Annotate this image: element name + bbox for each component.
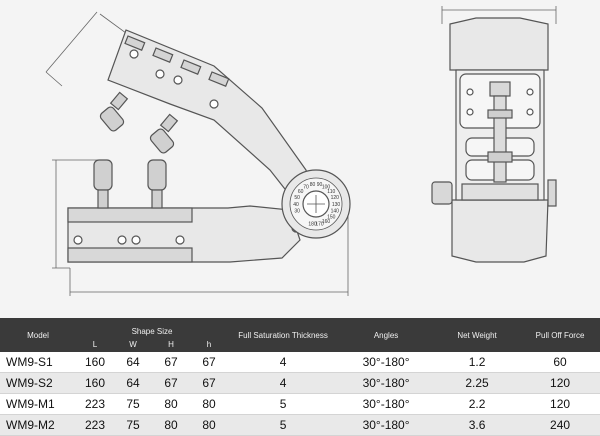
cell-model: WM9-M2 bbox=[0, 414, 76, 436]
cell-H: 80 bbox=[152, 393, 190, 415]
cell-L: 160 bbox=[76, 352, 114, 373]
cell-weight: 2.2 bbox=[434, 393, 521, 415]
cell-force: 240 bbox=[520, 414, 600, 436]
cell-angles: 30°-180° bbox=[338, 414, 435, 436]
cell-angles: 30°-180° bbox=[338, 352, 435, 373]
cell-angles: 30°-180° bbox=[338, 372, 435, 394]
dial-scale-label: 40 bbox=[293, 202, 299, 208]
dial-scale-label: 50 bbox=[294, 195, 300, 201]
cell-thickness: 5 bbox=[228, 393, 339, 415]
dial-scale-label: 150 bbox=[327, 215, 336, 221]
cell-weight: 1.2 bbox=[434, 352, 521, 373]
header-h: h bbox=[206, 340, 212, 349]
cell-H: 67 bbox=[152, 352, 190, 373]
dial-scale-label: 30 bbox=[294, 209, 300, 215]
dial-scale-label: 110 bbox=[327, 189, 335, 195]
dial-scale-label: 120 bbox=[331, 195, 340, 201]
cell-H: 80 bbox=[152, 414, 190, 436]
header-force: Pull Off Force bbox=[535, 330, 585, 340]
dial-scale-label: 70 bbox=[303, 185, 309, 191]
dial-scale-label: 180 bbox=[308, 222, 317, 228]
header-model: Model bbox=[27, 330, 49, 340]
table-row: WM9-S2 160 64 67 67 4 30°-180° 2.25 120 bbox=[0, 372, 600, 394]
dial-scale-label: 80 bbox=[310, 182, 316, 188]
cell-W: 64 bbox=[114, 372, 152, 394]
cell-thickness: 4 bbox=[228, 372, 339, 394]
header-H: H bbox=[168, 340, 174, 349]
table-header-row: Model Shape Size Full Saturation Thickne… bbox=[0, 318, 600, 340]
dial-scale-label: 60 bbox=[298, 189, 304, 195]
cell-force: 120 bbox=[520, 372, 600, 394]
dial-scale-label: 130 bbox=[332, 202, 341, 208]
header-shape-size: Shape Size bbox=[131, 327, 173, 336]
front-view-clamp bbox=[431, 6, 557, 263]
cell-thickness: 4 bbox=[228, 352, 339, 373]
cell-W: 75 bbox=[114, 414, 152, 436]
cell-model: WM9-M1 bbox=[0, 393, 76, 415]
dial-scale-label: 160 bbox=[322, 219, 331, 225]
cell-h: 80 bbox=[190, 393, 229, 415]
table-row: WM9-M2 223 75 80 80 5 30°-180° 3.6 240 bbox=[0, 414, 600, 436]
header-angles: Angles bbox=[373, 330, 399, 340]
cell-h: 67 bbox=[190, 352, 229, 373]
cell-L: 223 bbox=[76, 414, 114, 436]
cell-h: 80 bbox=[190, 414, 229, 436]
cell-L: 223 bbox=[76, 393, 114, 415]
cell-force: 120 bbox=[520, 393, 600, 415]
dimension-lines bbox=[45, 11, 349, 296]
header-thickness: Full Saturation Thickness bbox=[238, 330, 328, 340]
dial-scale-label: 140 bbox=[331, 209, 340, 215]
dial-scale-label: 170 bbox=[315, 222, 324, 228]
header-L: L bbox=[92, 340, 98, 349]
table-row: WM9-S1 160 64 67 67 4 30°-180° 1.2 60 bbox=[0, 352, 600, 373]
cell-angles: 30°-180° bbox=[338, 393, 435, 415]
cell-H: 67 bbox=[152, 372, 190, 394]
cell-thickness: 5 bbox=[228, 414, 339, 436]
cell-L: 160 bbox=[76, 372, 114, 394]
cell-model: WM9-S1 bbox=[0, 352, 76, 373]
cell-W: 75 bbox=[114, 393, 152, 415]
cell-h: 67 bbox=[190, 372, 229, 394]
cell-model: WM9-S2 bbox=[0, 372, 76, 394]
cell-weight: 2.25 bbox=[434, 372, 521, 394]
dial-scale-label: 90 bbox=[317, 182, 323, 188]
cell-W: 64 bbox=[114, 352, 152, 373]
cell-force: 60 bbox=[520, 352, 600, 373]
cell-weight: 3.6 bbox=[434, 414, 521, 436]
dial-scale-label: 100 bbox=[322, 185, 331, 191]
header-W: W bbox=[129, 340, 137, 349]
table-row: WM9-M1 223 75 80 80 5 30°-180° 2.2 120 bbox=[0, 393, 600, 415]
spec-table: Model Shape Size Full Saturation Thickne… bbox=[0, 318, 600, 436]
header-weight: Net Weight bbox=[457, 330, 497, 340]
